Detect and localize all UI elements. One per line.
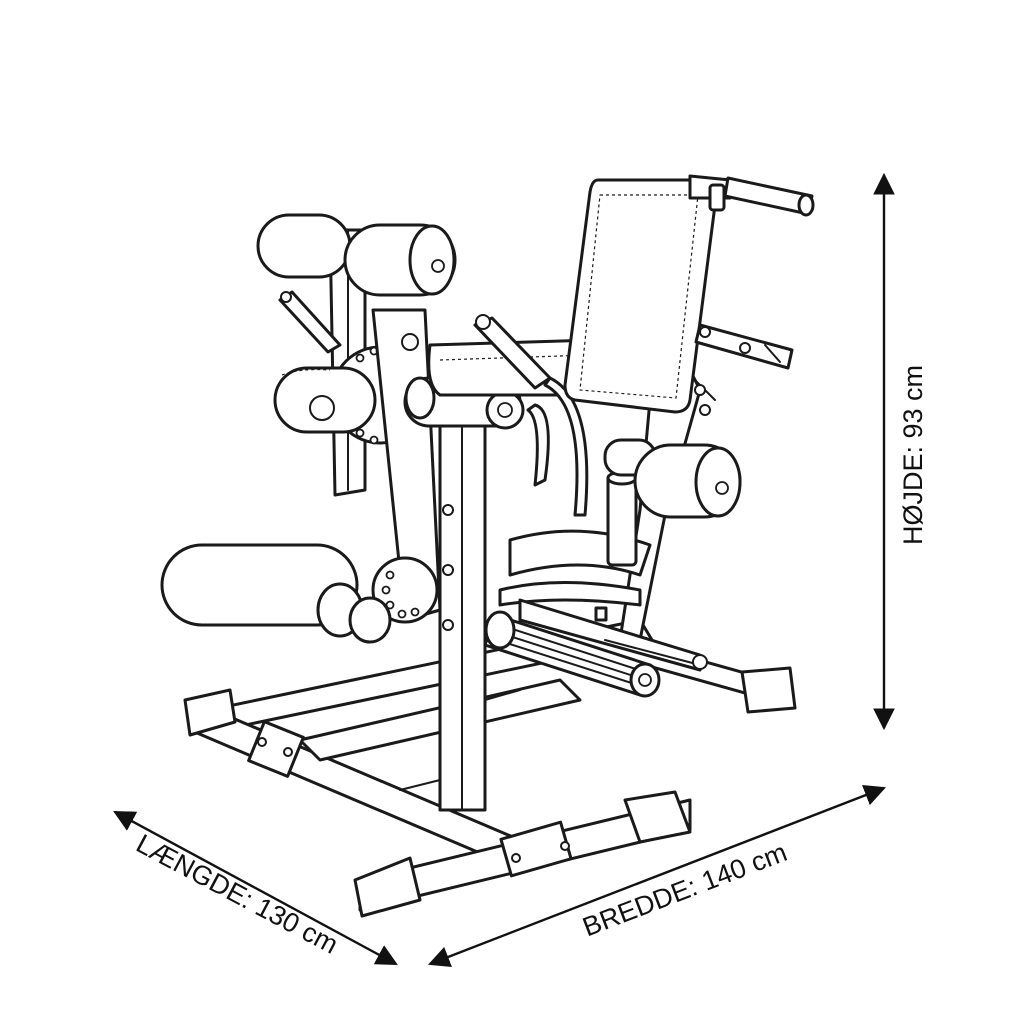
bolt: [257, 737, 267, 747]
roller-end-cap: [694, 446, 742, 518]
width-label: BREDDE: 140 cm: [579, 837, 791, 942]
leg-lever: [160, 213, 457, 644]
roller-hub: [348, 596, 392, 644]
bolt-plate-left: [247, 720, 305, 778]
dimension-height: HØJDE: 93 cm: [873, 172, 928, 731]
lower-roller-pad: [160, 543, 359, 627]
bolt: [694, 384, 706, 396]
seat-frame: [498, 368, 716, 642]
roller-end: [484, 610, 516, 650]
width-arrow: [427, 784, 887, 968]
seat-post: [606, 473, 638, 567]
length-label: LÆNGDE: 130 cm: [131, 828, 342, 959]
bolt-plate-front: [499, 820, 573, 878]
length-arrow: [113, 810, 398, 966]
bolt: [511, 853, 521, 863]
seat-assembly: [427, 174, 815, 517]
dimension-length: LÆNGDE: 130 cm: [113, 810, 398, 966]
roller-end-cap: [408, 224, 456, 296]
seat-cradle-lower: [498, 581, 642, 607]
seat-handle-bar-left: [526, 403, 550, 487]
lower-lever: [483, 598, 708, 698]
pin: [594, 606, 608, 622]
height-label: HØJDE: 93 cm: [898, 365, 928, 545]
roller-hub: [309, 395, 335, 421]
bolt: [699, 404, 711, 416]
foot-left: [183, 688, 237, 737]
bolt: [283, 747, 293, 757]
bolt: [692, 654, 708, 670]
upper-roller-pad-rear: [256, 213, 352, 279]
backrest-pad: [563, 178, 717, 414]
right-roller: [603, 438, 742, 519]
foot-rear: [740, 666, 797, 714]
foot-front: [353, 856, 422, 918]
bolt: [560, 841, 570, 851]
